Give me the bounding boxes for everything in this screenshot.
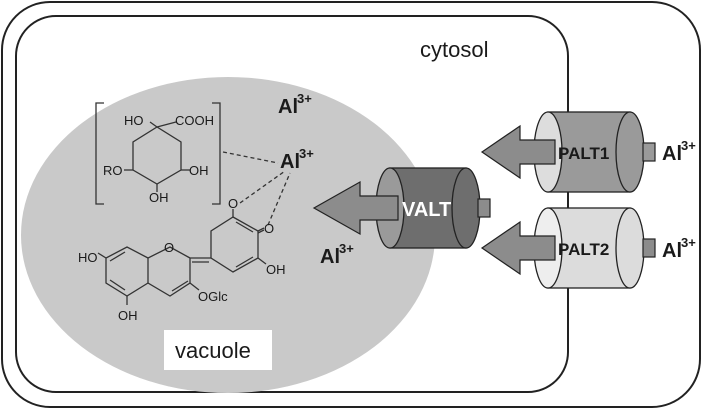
chem-oglc: OGlc [198,289,228,304]
al-ion-outside-bottom: Al 3+ [662,235,696,262]
svg-text:3+: 3+ [299,146,314,161]
chem-oh-aring-bottom: OH [118,308,138,323]
svg-text:3+: 3+ [681,235,696,250]
valt-arrow [312,180,399,236]
palt2-label: PALT2 [558,240,609,259]
palt1-transporter: PALT1 [480,111,656,193]
palt2-transporter: PALT2 [480,207,656,289]
palt1-arrow [480,124,556,180]
chem-cooh: COOH [175,113,214,128]
svg-text:3+: 3+ [297,91,312,106]
valt-label: VALT [402,199,451,221]
svg-text:Al: Al [320,246,340,268]
chem-o-keto: O [264,221,274,236]
valt-plug [477,198,491,218]
al-ion-outside-top: Al 3+ [662,138,696,165]
svg-text:Al: Al [662,143,682,165]
chem-oh-bottom: OH [149,190,169,205]
quinic-acid-structure [95,102,291,226]
palt1-label: PALT1 [558,144,609,163]
valt-transporter: VALT [312,167,491,249]
al-ion-vacuole-bottom: Al 3+ [320,241,354,268]
al-ion-chelated: Al 3+ [280,146,314,173]
chem-ho-aring: HO [78,250,98,265]
chem-ho-top: HO [124,113,144,128]
svg-text:Al: Al [662,240,682,262]
cytosol-label: cytosol [420,37,488,62]
chem-oh-bring: OH [266,262,286,277]
bracket-left [95,102,104,205]
chem-oh-right: OH [189,163,209,178]
anthocyanin-structure [97,209,267,305]
a-ring [105,246,149,297]
bracket-right [212,102,221,205]
chem-o-ring: O [164,240,174,255]
al-ion-vacuole-top: Al 3+ [278,91,312,118]
palt1-plug [642,142,656,162]
svg-text:3+: 3+ [339,241,354,256]
svg-text:Al: Al [278,96,298,118]
vacuole [21,77,435,393]
palt2-arrow [480,220,556,276]
vacuole-label-box [164,330,272,370]
svg-text:Al: Al [280,151,300,173]
chem-ro: RO [103,163,123,178]
vacuole-label: vacuole [175,338,251,363]
chem-o-phenolic: O [228,196,238,211]
palt2-plug [642,238,656,258]
svg-text:3+: 3+ [681,138,696,153]
